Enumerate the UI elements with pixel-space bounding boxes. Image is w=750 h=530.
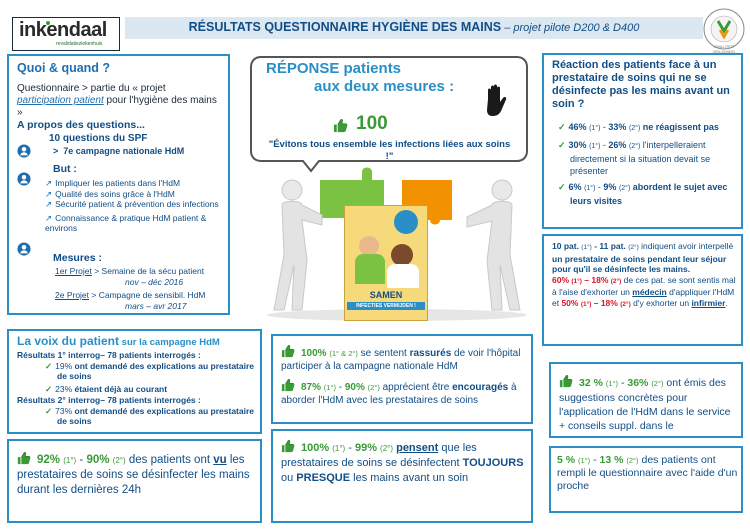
projet2: 2e Projet > Campagne de sensibil. HdM ma… bbox=[55, 290, 206, 311]
quoi-intro: Questionnaire > partie du « projet parti… bbox=[17, 83, 217, 118]
participation-link: participation patient bbox=[17, 95, 104, 106]
poster-person bbox=[391, 244, 413, 266]
thumbs-up-icon bbox=[281, 344, 295, 358]
propos-heading: A propos des questions... bbox=[17, 119, 145, 131]
mesures-label: Mesures : bbox=[53, 252, 103, 264]
thumbs-up-icon bbox=[333, 118, 348, 133]
logo-tagline: revalidatieziekenhuis bbox=[56, 41, 103, 47]
reaction-panel: Réaction des patients face à un prestata… bbox=[542, 53, 743, 229]
but-list: ↗Impliquer les patients dans l'HdM ↗Qual… bbox=[17, 178, 227, 234]
slogan: "Évitons tous ensemble les infections li… bbox=[268, 139, 511, 162]
page-title-sub: – projet pilote D200 & D400 bbox=[501, 22, 640, 34]
proche-text: 5 % (1°) - 13 % (2°) des patients ont re… bbox=[557, 454, 738, 492]
pensent-text: 100% (1°) - 99% (2°) pensent que les pre… bbox=[281, 439, 529, 486]
thumbs-up-icon bbox=[17, 451, 31, 465]
q10-label: 10 questions du SPF bbox=[49, 133, 148, 144]
but-item: ↗Sécurité patient & prévention des infec… bbox=[45, 199, 219, 209]
avatar-icon bbox=[17, 242, 31, 256]
logo-dot bbox=[46, 21, 50, 25]
vu-text: 92% (1°) - 90% (2°) des patients ont vu … bbox=[17, 451, 257, 498]
page-title-main: RÉSULTATS QUESTIONNAIRE HYGIÈNE DES MAIN… bbox=[188, 20, 502, 34]
campagne-label: > 7e campagne nationale HdM bbox=[53, 146, 185, 156]
proche-panel: 5 % (1°) - 13 % (2°) des patients ont re… bbox=[549, 446, 743, 513]
reaction-item: ✓30% (1°) - 26% (2°) l'interpelleraient … bbox=[558, 140, 711, 176]
reaction-item: ✓6% (1°) - 9% (2°) abordent le sujet ave… bbox=[558, 182, 728, 206]
voix-item: ✓73% ont demandé des explications au pre… bbox=[45, 406, 255, 426]
rassures-text: 100% (1° & 2°) se sentent rassurés de vo… bbox=[281, 344, 529, 407]
quoi-title: Quoi & quand ? bbox=[17, 61, 111, 75]
voix-title: La voix du patient sur la campagne HdM bbox=[17, 334, 220, 348]
speech-bubble bbox=[249, 55, 529, 173]
but-item: ↗Impliquer les patients dans l'HdM bbox=[45, 178, 181, 188]
quoi-quand-panel: Quoi & quand ? Questionnaire > partie du… bbox=[7, 54, 230, 315]
but-item: ↗Connaissance & pratique HdM patient & e… bbox=[45, 212, 207, 234]
hand-stop-icon bbox=[482, 83, 512, 117]
reponse-heading: RÉPONSE patients aux deux mesures : bbox=[266, 60, 455, 95]
voix-item: ✓19% ont demandé des explications au pre… bbox=[45, 361, 255, 381]
quality-seal: KWALITEIT VEILIGHEID bbox=[703, 8, 745, 54]
header-bar bbox=[125, 17, 703, 39]
thumbs-up-icon bbox=[559, 374, 573, 388]
interpellation-panel: 10 pat. (1°) - 11 pat. (2°) indiquent av… bbox=[542, 234, 743, 346]
suggestions-panel: 32 % (1°) - 36% (2°) ont émis des sugges… bbox=[549, 362, 743, 438]
voix-item: ✓23% étaient déjà au courant bbox=[45, 384, 168, 394]
score-100: 100 bbox=[356, 113, 388, 134]
poster-badge bbox=[394, 210, 418, 234]
suggestions-text: 32 % (1°) - 36% (2°) ont émis des sugges… bbox=[559, 374, 739, 433]
thumbs-up-icon bbox=[281, 439, 295, 453]
logo: inkendaal revalidatieziekenhuis bbox=[12, 17, 120, 51]
poster-subtitle: INFECTIES VERMIJDEN ! bbox=[347, 302, 425, 310]
interpellation-text: 10 pat. (1°) - 11 pat. (2°) indiquent av… bbox=[552, 241, 736, 308]
reaction-list: ✓46% (1°) - 33% (2°) ne réagissent pas ✓… bbox=[552, 121, 737, 207]
voix-results: Résultats 1° interrog– 78 patients inter… bbox=[17, 350, 257, 426]
avatar-icon bbox=[17, 144, 31, 158]
puzzle-illustration bbox=[262, 150, 532, 322]
reaction-item: ✓46% (1°) - 33% (2°) ne réagissent pas bbox=[558, 122, 719, 132]
poster-person bbox=[359, 236, 379, 256]
page-title: RÉSULTATS QUESTIONNAIRE HYGIÈNE DES MAIN… bbox=[125, 20, 703, 34]
voix-panel: La voix du patient sur la campagne HdM R… bbox=[7, 329, 262, 434]
but-label: But : bbox=[53, 163, 77, 175]
campaign-poster: SAMEN INFECTIES VERMIJDEN ! bbox=[344, 205, 428, 321]
pensent-panel: 100% (1°) - 99% (2°) pensent que les pre… bbox=[271, 429, 533, 523]
poster-title: SAMEN bbox=[369, 290, 403, 300]
reaction-title: Réaction des patients face à un prestata… bbox=[552, 59, 730, 110]
poster-person bbox=[355, 254, 385, 284]
poster-person bbox=[387, 264, 419, 288]
logo-text: inkendaal bbox=[19, 19, 107, 41]
thumbs-up-icon bbox=[281, 378, 295, 392]
but-item: ↗Qualité des soins grâce à l'HdM bbox=[45, 188, 175, 199]
projet1: 1er Projet > Semaine de la sécu patient … bbox=[55, 266, 205, 287]
rassures-panel: 100% (1° & 2°) se sentent rassurés de vo… bbox=[271, 334, 533, 424]
vu-panel: 92% (1°) - 90% (2°) des patients ont vu … bbox=[7, 439, 262, 523]
seal-text: KWALITEIT VEILIGHEID bbox=[712, 44, 736, 54]
